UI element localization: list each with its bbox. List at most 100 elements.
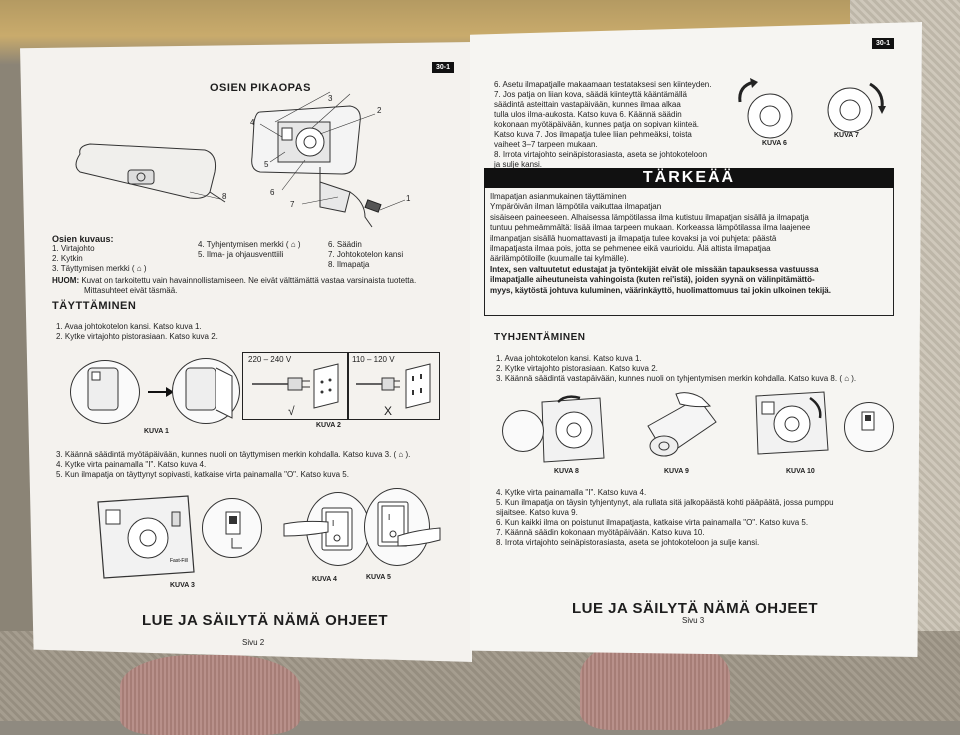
manual-page-3: 30-1 6. Asetu ilmapatjalle makaamaan tes… (470, 22, 922, 657)
step-item: 1. Avaa johtokotelon kansi. Katso kuva 1… (56, 322, 202, 331)
part-item: 6. Säädin (328, 240, 362, 249)
page-id-badge: 30-1 (872, 38, 895, 49)
figure-9-caption: KUVA 9 (664, 468, 689, 475)
figure-2-caption: KUVA 2 (316, 422, 341, 429)
callout-5: 5 (264, 160, 269, 169)
part-item: 7. Johtokotelon kansi (328, 250, 404, 259)
sock-left (120, 655, 300, 735)
figure-4-caption: KUVA 4 (312, 576, 337, 583)
warning-bold-line: Intex, sen valtuutetut edustajat ja työn… (490, 264, 819, 274)
step-item: Katso kuva 7. Jos ilmapatja tulee liian … (494, 130, 692, 139)
inflate-steps-a: 1. Avaa johtokotelon kansi. Katso kuva 1… (56, 322, 218, 342)
svg-text:I: I (332, 519, 334, 528)
warning-bold-line: ilmapatjalle aiheutuneista vahingoista (… (490, 275, 815, 285)
step-item: ja sulje kansi. (494, 160, 543, 169)
x-mark: X (384, 404, 393, 418)
sock-right (580, 640, 730, 730)
step-item: 6. Kun kaikki ilma on poistunut ilmapatj… (496, 518, 809, 527)
manual-page-2: 30-1 OSIEN PIKAOPAS 1 2 3 4 5 6 7 8 Osie… (20, 42, 472, 662)
inflate-steps-b: 3. Käännä säädintä myötäpäivään, kunnes … (56, 450, 410, 480)
figure-8-drawing (541, 395, 605, 463)
figure-10-drawing (755, 391, 829, 455)
step-item: 8. Irrota virtajohto seinäpistorasiasta,… (494, 150, 708, 159)
warning-line: Ympäröivän ilman lämpötila vaikuttaa ilm… (490, 202, 662, 212)
step-item: säädintä asteittain vastapäivään, kunnes… (494, 100, 681, 109)
page-number: Sivu 2 (242, 638, 265, 647)
part-item: 5. Ilma- ja ohjausventtiili (198, 250, 284, 259)
callout-4: 4 (250, 118, 255, 127)
step-item: 7. Jos patja on liian kova, säädä kiinte… (494, 90, 688, 99)
warning-line: äärilämpötiloille (kuumalle tai kylmälle… (490, 254, 629, 264)
figure-6-caption: KUVA 6 (762, 140, 787, 147)
warning-line: tuntuu pehmeämmältä: lisää ilmaa tarpeen… (490, 223, 811, 233)
figure-9-rolling (647, 392, 717, 457)
figure-3-switch (225, 511, 242, 549)
callout-3: 3 (328, 94, 333, 103)
figure-2-panel-b (348, 352, 440, 420)
part-item: 2. Kytkin (52, 254, 83, 263)
voltage-label-b: 110 – 120 V (352, 355, 395, 364)
warning-bold-line: myys, käytöstä johtuva kuluminen, väärin… (490, 285, 831, 295)
svg-text:Fast-Fill: Fast-Fill (170, 558, 188, 564)
important-body: Ilmapatjan asianmukainen täyttäminen Ymp… (490, 192, 831, 296)
parts-diagram (75, 91, 406, 228)
note-label: HUOM: (52, 276, 80, 285)
page-id-badge: 30-1 (432, 62, 455, 73)
warning-line: Ilmapatjan asianmukainen täyttäminen (490, 192, 627, 201)
note-text: Kuvat on tarkoitettu vain havainnollista… (81, 276, 417, 285)
voltage-label-a: 220 – 240 V (248, 355, 292, 364)
note: HUOM: Kuvat on tarkoitettu vain havainno… (52, 276, 416, 286)
step-item: kokonaan myötäpäivään, kunnes patja on s… (494, 120, 700, 129)
figure-1-drawing (87, 367, 174, 411)
step-item: 2. Kytke virtajohto pistorasiaan. Katso … (496, 364, 658, 373)
figure-8-zoom-circle (502, 410, 544, 452)
step-item: 8. Irrota virtajohto seinäpistorasiasta,… (496, 538, 760, 547)
figure-1-open-lid (185, 367, 233, 419)
inflate-steps-continued: 6. Asetu ilmapatjalle makaamaan testatak… (494, 80, 711, 170)
parts-col-1: 1. Virtajohto 2. Kytkin 3. Täyttymisen m… (52, 244, 146, 274)
callout-2: 2 (377, 106, 382, 115)
quick-guide-title: OSIEN PIKAOPAS (210, 82, 311, 94)
figure-5-caption: KUVA 5 (366, 574, 391, 581)
warning-line: sisäiseen paineeseen. Alhaisessa lämpöti… (490, 212, 809, 222)
page-number: Sivu 3 (682, 616, 705, 625)
step-item: 6. Asetu ilmapatjalle makaamaan testatak… (494, 80, 712, 89)
figure-7-caption: KUVA 7 (834, 132, 859, 139)
figure-2-plugs (252, 363, 431, 409)
figure-10-switch (861, 411, 875, 431)
part-item: 3. Täyttymisen merkki ( ⌂ ) (52, 264, 147, 273)
svg-text:I: I (388, 513, 390, 522)
section-deflating: TYHJENTÄMINEN (494, 332, 586, 343)
footer-title: LUE JA SÄILYTÄ NÄMÄ OHJEET (142, 612, 389, 629)
step-item: 3. Käännä säädintä vastapäivään, kunnes … (496, 374, 857, 383)
figure-3-caption: KUVA 3 (170, 582, 195, 589)
figure-6-7-dials (738, 78, 886, 139)
step-item: sijaitsee. Katso kuva 9. (496, 508, 578, 517)
step-item: 1. Avaa johtokotelon kansi. Katso kuva 1… (496, 354, 642, 363)
callout-6: 6 (270, 188, 275, 197)
figure-1-caption: KUVA 1 (144, 428, 169, 435)
step-item: 2. Kytke virtajohto pistorasiaan. Katso … (56, 332, 218, 341)
step-item: 3. Käännä säädintä myötäpäivään, kunnes … (56, 450, 411, 459)
deflate-steps-a: 1. Avaa johtokotelon kansi. Katso kuva 1… (496, 354, 856, 384)
part-item: 1. Virtajohto (52, 244, 95, 253)
warning-line: ilmapatjasta ilmaa pois, jotta se pehmen… (490, 244, 771, 254)
check-mark: √ (288, 404, 295, 418)
footer-title: LUE JA SÄILYTÄ NÄMÄ OHJEET (572, 600, 819, 617)
callout-8: 8 (222, 192, 227, 201)
step-item: 4. Kytke virta painamalla "I". Katso kuv… (496, 488, 647, 497)
step-item: tulla ulos ilma-aukosta. Katso kuva 6. K… (494, 110, 682, 119)
parts-col-2: 4. Tyhjentymisen merkki ( ⌂ ) 5. Ilma- j… (198, 240, 301, 260)
warning-line: ilmanpatjan sisällä huomattavasti ja ilm… (490, 233, 777, 243)
step-item: 5. Kun ilmapatja on täyttynyt sopivasti,… (56, 470, 349, 479)
callout-1: 1 (406, 194, 411, 203)
step-item: 4. Kytke virta painamalla "I". Katso kuv… (56, 460, 207, 469)
note-text-2: Mittasuhteet eivät täsmää. (84, 286, 178, 295)
figure-2-panel-a (242, 352, 348, 420)
figure-4-5-switches: I I (283, 501, 441, 551)
important-title: TÄRKEÄÄ (484, 168, 894, 188)
step-item: 7. Käännä säädin kokonaan myötäpäivään. … (496, 528, 705, 537)
section-inflating: TÄYTTÄMINEN (52, 300, 137, 312)
deflate-steps-b: 4. Kytke virta painamalla "I". Katso kuv… (496, 488, 834, 548)
part-item: 8. Ilmapatja (328, 260, 370, 269)
